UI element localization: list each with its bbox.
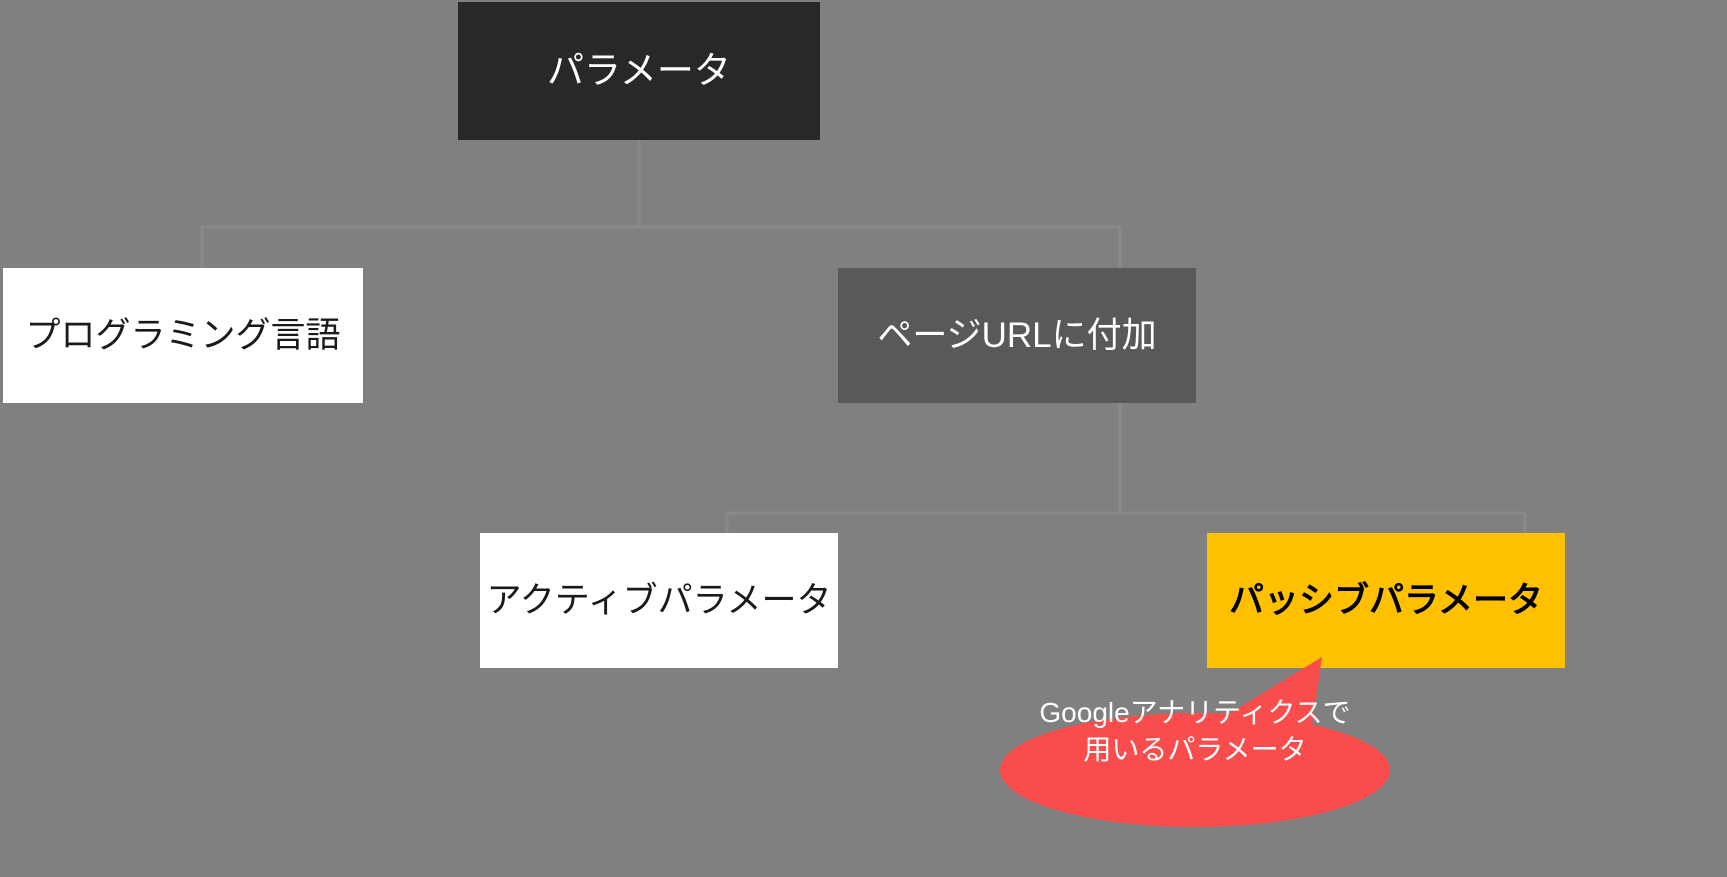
callout-tail — [1230, 657, 1322, 733]
callout-body — [1000, 713, 1390, 827]
node-programming-language-label: プログラミング言語 — [25, 315, 341, 355]
node-append-to-page-url-label: ページURLに付加 — [877, 315, 1157, 355]
node-active-parameter[interactable]: アクティブパラメータ — [480, 533, 838, 668]
node-passive-parameter-label: パッシブパラメータ — [1229, 580, 1543, 620]
node-append-to-page-url[interactable]: ページURLに付加 — [838, 268, 1196, 403]
node-parameter-label: パラメータ — [547, 49, 731, 91]
node-programming-language[interactable]: プログラミング言語 — [3, 268, 363, 403]
callout-shape — [1000, 657, 1390, 827]
callout-google-analytics[interactable]: Googleアナリティクスで 用いるパラメータ — [1000, 655, 1400, 877]
node-active-parameter-label: アクティブパラメータ — [486, 580, 832, 620]
node-parameter[interactable]: パラメータ — [458, 2, 820, 140]
node-passive-parameter[interactable]: パッシブパラメータ — [1207, 533, 1565, 668]
